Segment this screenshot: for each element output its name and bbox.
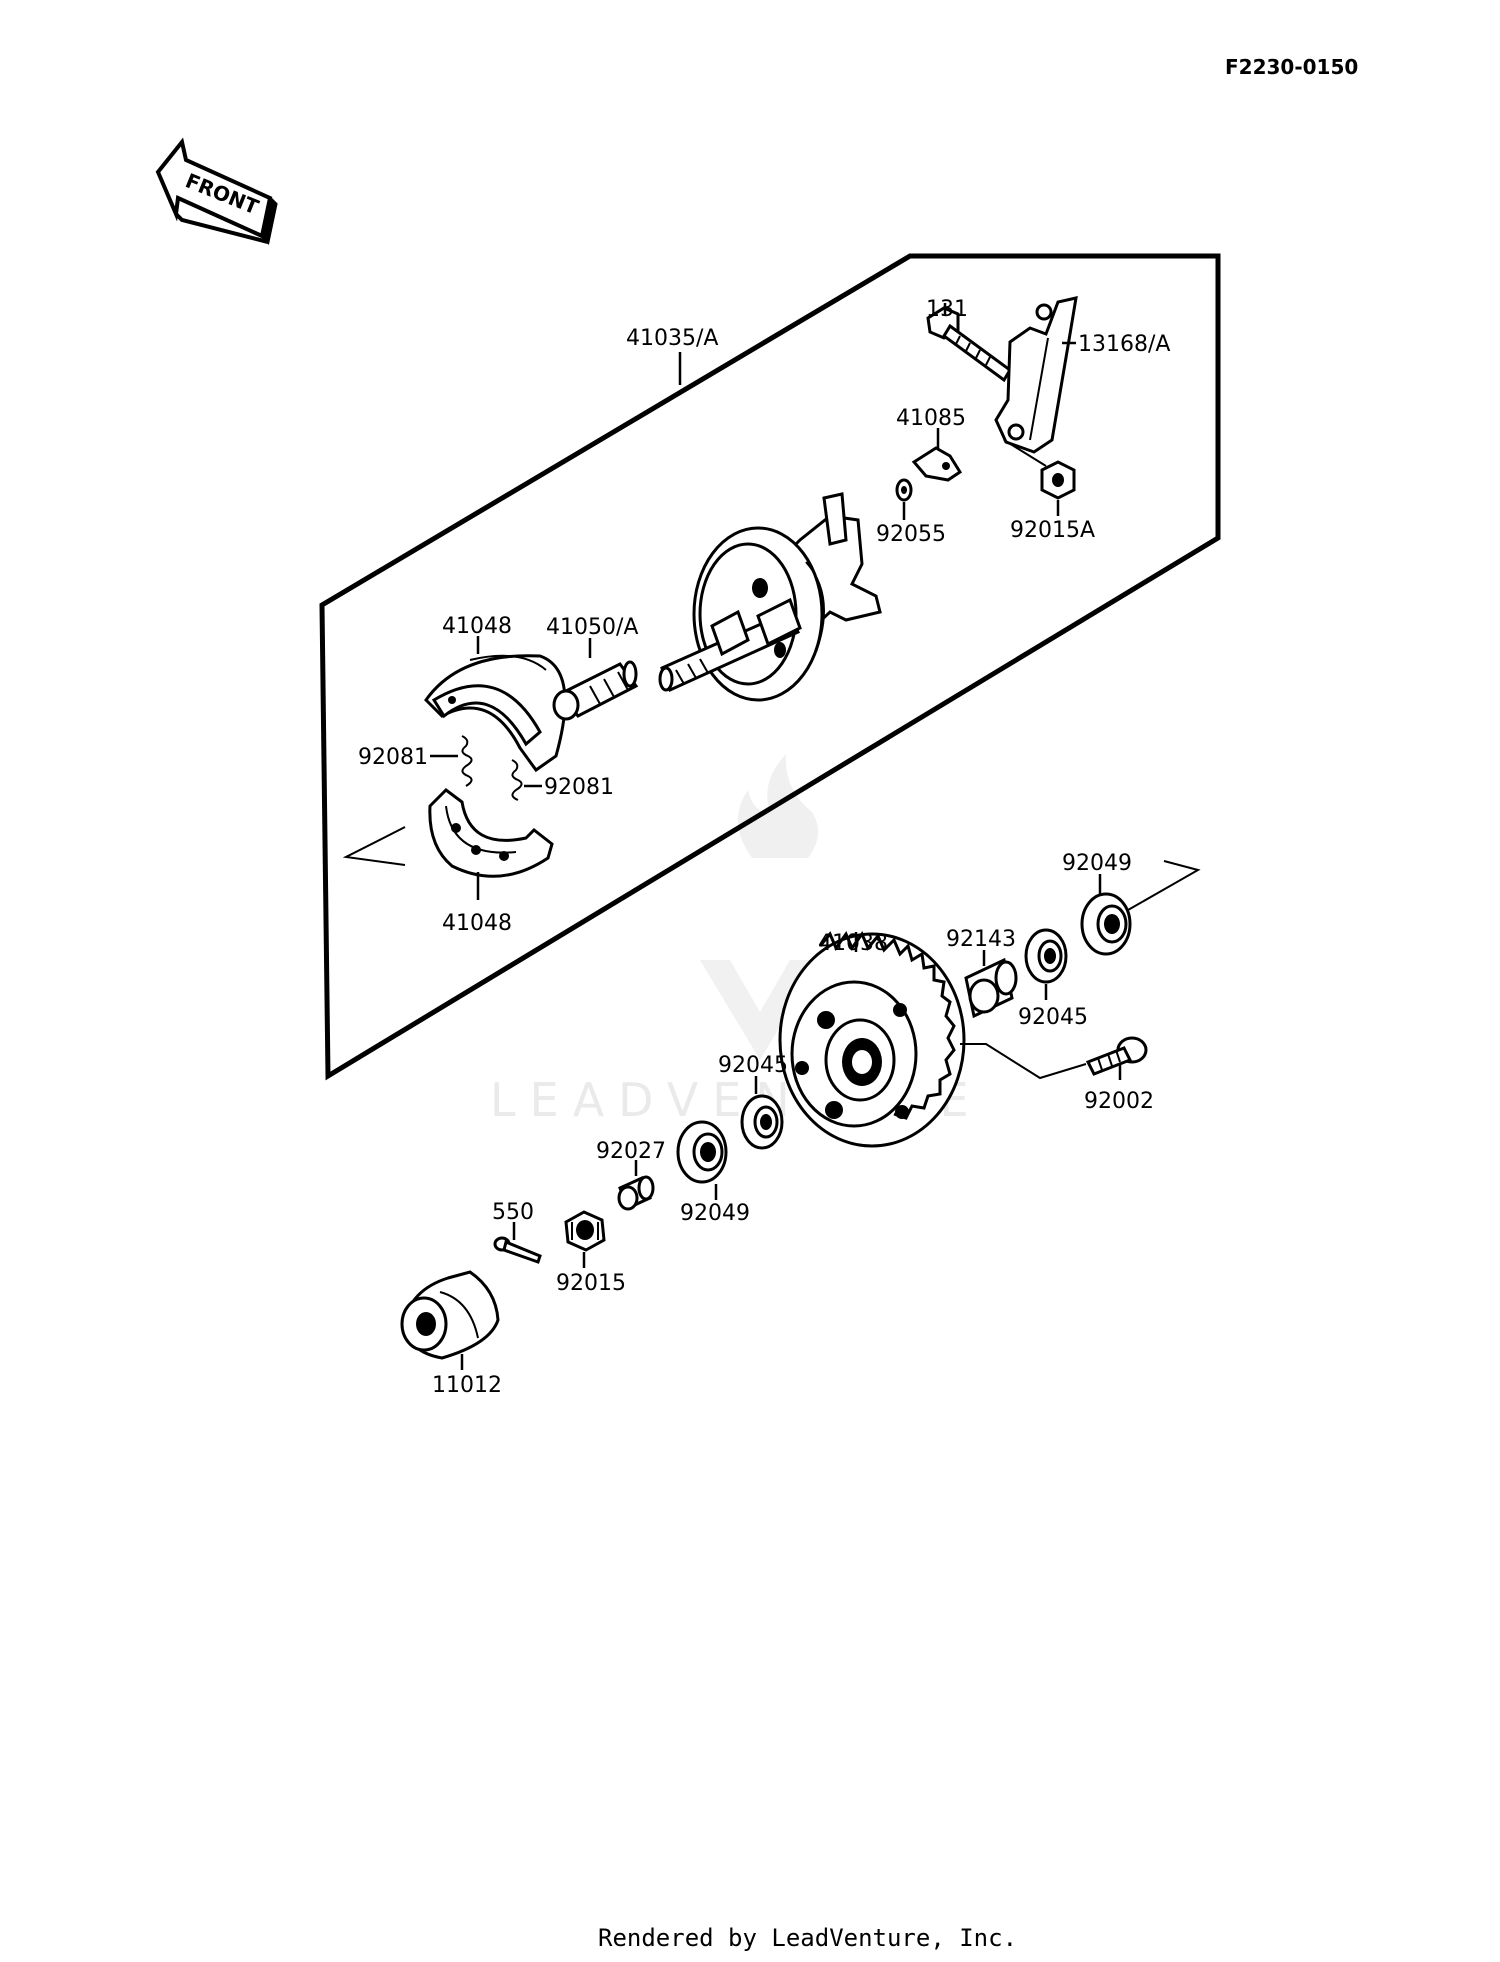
diagram-code: F2230-0150 — [1225, 55, 1358, 79]
brake-shoe-41048-top — [424, 654, 567, 773]
label-92081-right: 92081 — [544, 775, 614, 800]
castle-nut-92015 — [564, 1210, 606, 1252]
plate-41085 — [911, 446, 963, 482]
nut-92015A — [1040, 460, 1076, 500]
collar-92027 — [617, 1175, 655, 1211]
bearing-92049-bottom — [676, 1120, 728, 1184]
label-41048-bottom: 41048 — [442, 911, 512, 936]
label-92049-bottom: 92049 — [680, 1201, 750, 1226]
label-92055: 92055 — [876, 522, 946, 547]
label-92045-top: 92045 — [1018, 1005, 1088, 1030]
cotter-pin-550 — [493, 1236, 542, 1264]
label-92081-left: 92081 — [358, 745, 428, 770]
washer-92055 — [895, 478, 913, 502]
brake-panel — [692, 492, 882, 702]
bearing-92045-top — [1024, 928, 1068, 984]
label-92002: 92002 — [1084, 1089, 1154, 1114]
label-41048-top: 41048 — [442, 614, 512, 639]
label-92045-mid: 92045 — [718, 1053, 788, 1078]
label-131: 131 — [926, 297, 968, 322]
spring-92081-right — [511, 759, 523, 801]
label-41035A: 41035/A — [626, 326, 718, 351]
label-41085: 41085 — [896, 406, 966, 431]
label-13168A: 13168/A — [1078, 332, 1170, 357]
bearing-92049-top — [1080, 892, 1132, 956]
label-41038: 41038 — [818, 931, 888, 956]
collar-92143 — [964, 957, 1018, 1019]
bolt-131 — [926, 306, 1012, 383]
spring-92081-left — [461, 735, 473, 787]
cam-41050A — [552, 660, 639, 721]
brake-shoe-41048-bottom — [428, 788, 554, 878]
brake-camshaft — [658, 597, 802, 693]
label-11012: 11012 — [432, 1373, 502, 1398]
label-92049-top: 92049 — [1062, 851, 1132, 876]
front-arrow-icon: FRONT — [155, 137, 278, 246]
brake-drum-41038 — [778, 930, 966, 1148]
footer-credit: Rendered by LeadVenture, Inc. — [598, 1924, 1017, 1952]
label-92015: 92015 — [556, 1271, 626, 1296]
label-92027: 92027 — [596, 1139, 666, 1164]
bolt-92002 — [1085, 1036, 1148, 1076]
assembly-outline — [319, 253, 1221, 1081]
hub-cap-11012 — [400, 1270, 500, 1360]
label-92143: 92143 — [946, 927, 1016, 952]
label-41050A: 41050/A — [546, 615, 638, 640]
lever-arm-13168A — [994, 296, 1078, 454]
bearing-92045-mid — [740, 1094, 784, 1150]
label-550: 550 — [492, 1200, 534, 1225]
label-92015A: 92015A — [1010, 518, 1095, 543]
